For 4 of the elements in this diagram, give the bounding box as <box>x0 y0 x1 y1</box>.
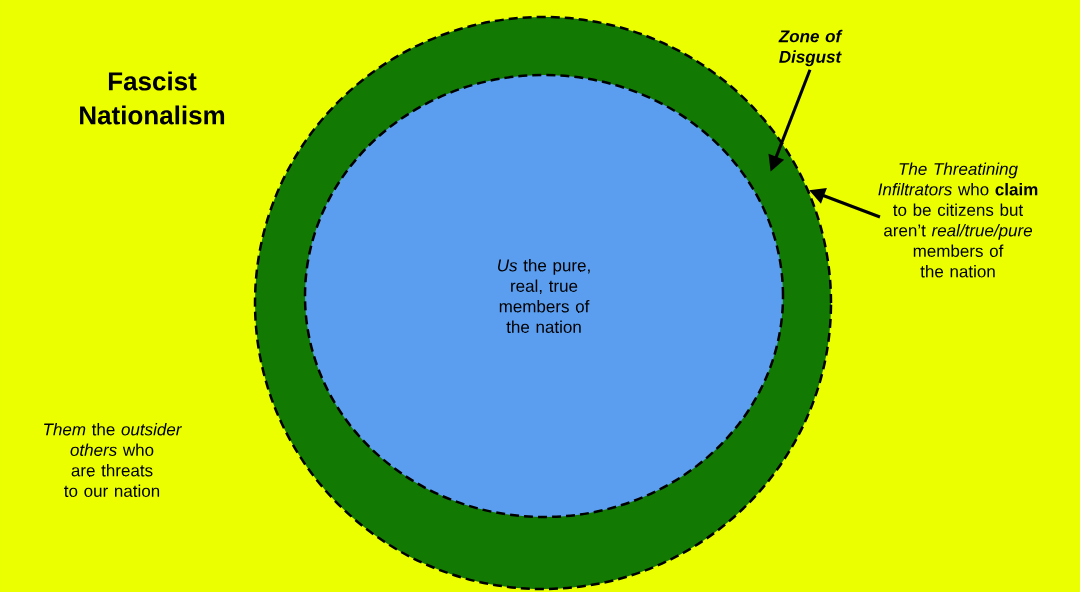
callout-text: The Threatining Infiltrators who claim to be citizens but aren’t real/true/pure members of the nation <box>878 162 1038 278</box>
label-text: Them the outsider others who are threats to our nation <box>44 423 183 497</box>
callout-text: Zone of Disgust <box>778 29 843 67</box>
title: Fascist Nationalism <box>80 71 225 125</box>
